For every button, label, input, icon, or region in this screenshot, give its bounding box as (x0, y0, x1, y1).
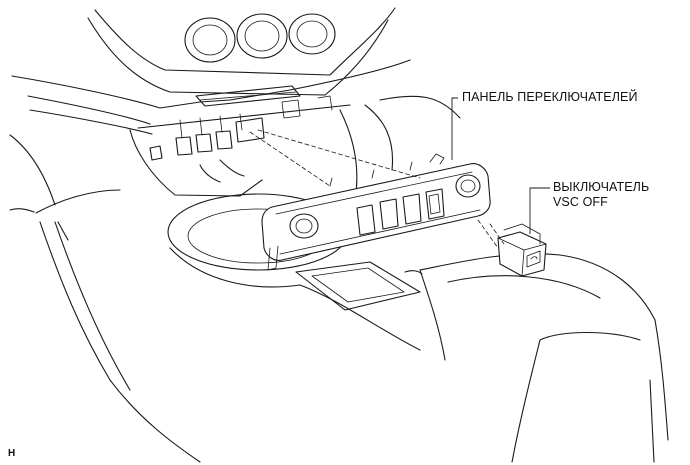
switch-panel-label: ПАНЕЛЬ ПЕРЕКЛЮЧАТЕЛЕЙ (462, 90, 638, 104)
alignment-lines (249, 129, 505, 249)
figure-code-label: H (8, 448, 16, 459)
vsc-off-switch-part (497, 223, 547, 277)
dashboard-body (9, 59, 461, 214)
instrument-cluster (87, 7, 396, 96)
switch-panel-part (261, 153, 491, 271)
vsc-off-switch-label: ВЫКЛЮЧАТЕЛЬ VSC OFF (553, 180, 650, 209)
leader-lines (451, 97, 550, 234)
center-console (39, 193, 669, 463)
panel-opening (129, 95, 394, 201)
